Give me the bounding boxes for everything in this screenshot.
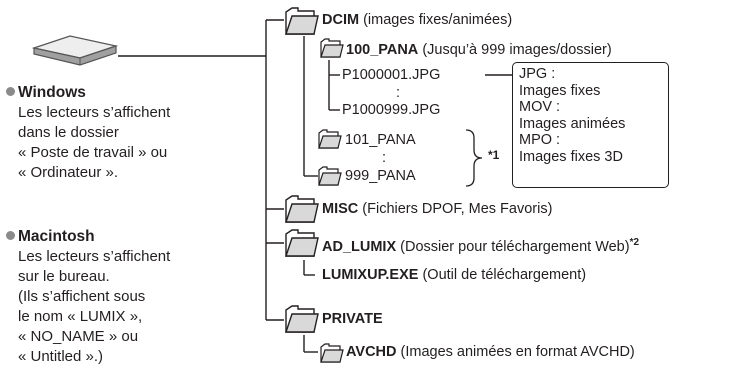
folder-icon (318, 166, 342, 186)
folder-101-pana: 101_PANA (345, 132, 416, 148)
mac-line: sur le bureau. (18, 268, 110, 285)
legend-line: MPO : (519, 132, 561, 148)
legend-line: Images fixes (519, 82, 601, 99)
mac-line: « NO_NAME » ou (18, 328, 139, 345)
file-type-legend: JPG : Images fixes MOV : Images animées … (512, 62, 669, 188)
note-1: *1 (488, 148, 500, 162)
bullet-icon (6, 87, 15, 96)
ellipsis-colon: : (396, 85, 401, 101)
windows-line: dans le dossier (18, 124, 119, 141)
drive-icon (31, 35, 119, 66)
file-first: P1000001.JPG (342, 67, 441, 83)
folder-999-pana: 999_PANA (345, 168, 416, 184)
legend-line: JPG : (519, 66, 556, 82)
brace-icon (465, 129, 483, 187)
folder-icon (285, 7, 319, 35)
folder-dcim: DCIM (images fixes/animées) (322, 12, 513, 28)
folder-avchd: AVCHD (Images animées en format AVCHD) (346, 344, 635, 360)
folder-icon (285, 229, 319, 257)
ellipsis-colon: : (382, 150, 387, 166)
macintosh-title: Macintosh (6, 228, 95, 246)
file-lumixup: LUMIXUP.EXE (Outil de téléchargement) (322, 267, 587, 283)
legend-line: Images fixes 3D (519, 148, 623, 165)
windows-line: « Ordinateur ». (18, 164, 119, 181)
bullet-icon (6, 231, 15, 240)
folder-icon (285, 305, 319, 333)
folder-icon (285, 195, 319, 223)
mac-line: Les lecteurs s’affichent (18, 248, 171, 265)
folder-icon (320, 38, 344, 58)
folder-icon (318, 129, 342, 149)
folder-100-pana: 100_PANA (Jusqu’à 999 images/dossier) (346, 42, 612, 58)
mac-line: (Ils s’affichent sous (18, 288, 146, 305)
mac-line: le nom « LUMIX », (18, 308, 143, 325)
windows-line: « Poste de travail » ou (18, 144, 168, 161)
legend-line: Images animées (519, 115, 626, 132)
legend-line: MOV : (519, 99, 561, 115)
folder-icon (320, 343, 344, 363)
windows-title: Windows (6, 84, 86, 102)
file-last: P1000999.JPG (342, 102, 441, 118)
note-2: *2 (629, 237, 640, 248)
folder-misc: MISC (Fichiers DPOF, Mes Favoris) (322, 201, 553, 217)
folder-ad-lumix: AD_LUMIX (Dossier pour téléchargement We… (322, 237, 640, 255)
mac-line: « Untitled ».) (18, 348, 104, 365)
folder-private: PRIVATE (322, 311, 383, 327)
windows-line: Les lecteurs s’affichent (18, 104, 171, 121)
